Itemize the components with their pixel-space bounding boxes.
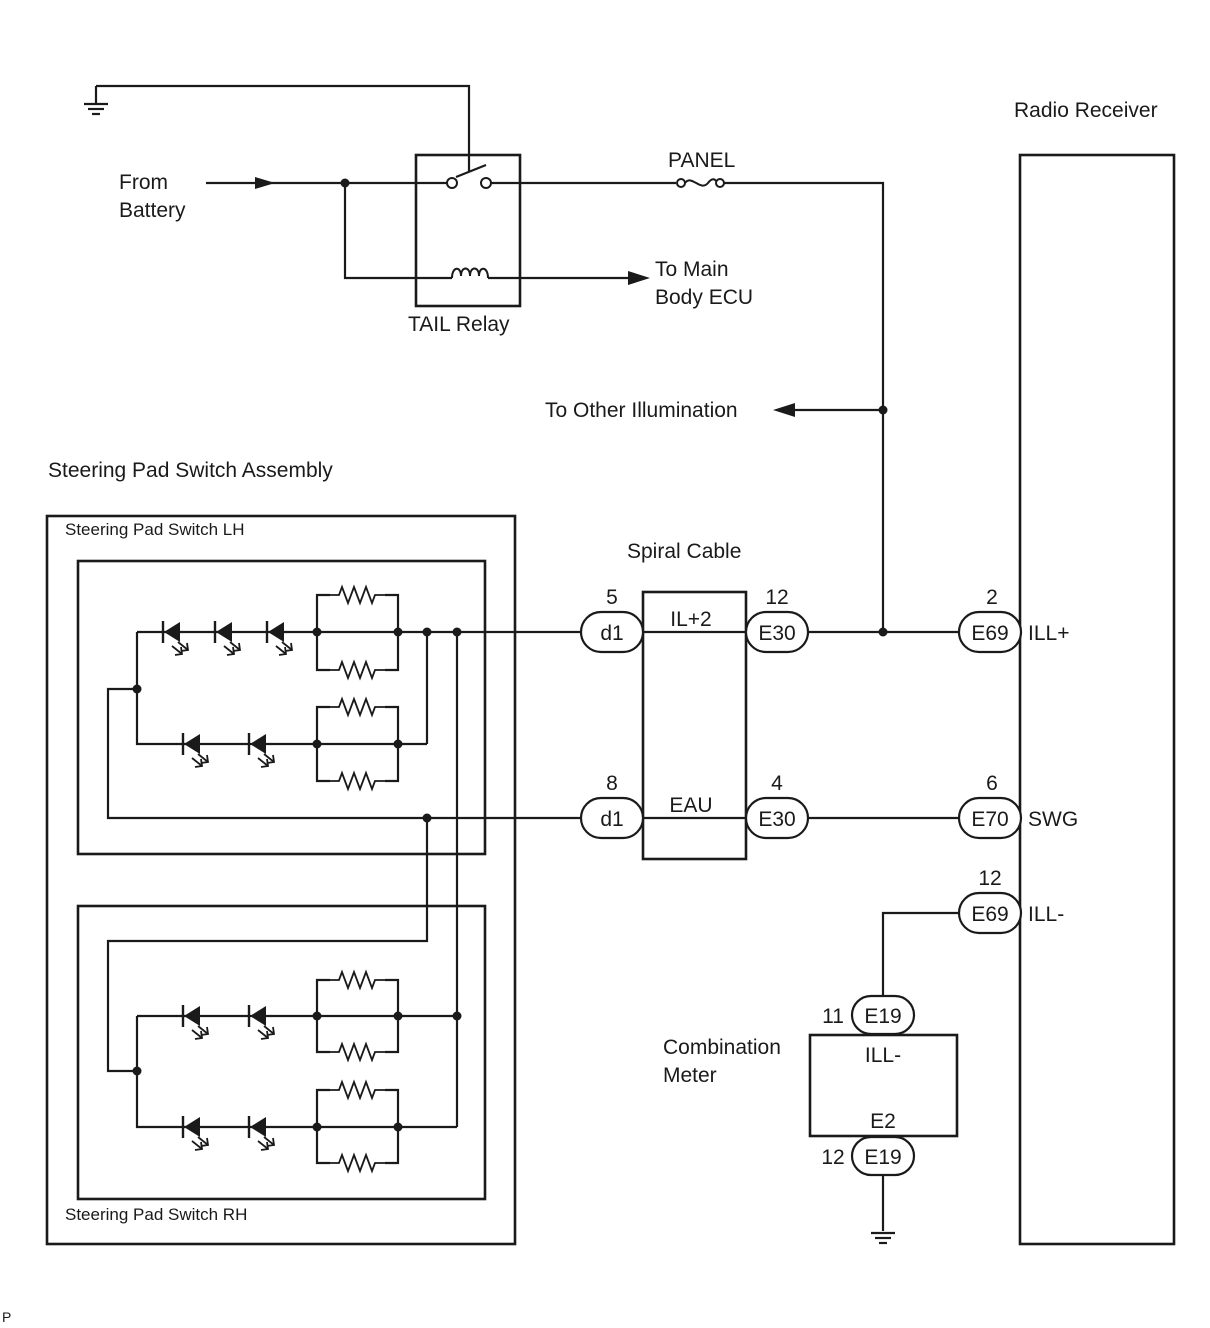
svg-text:4: 4 <box>771 772 783 795</box>
svg-text:E69: E69 <box>971 903 1008 926</box>
ground-wire <box>96 84 471 163</box>
led-icon <box>181 1114 210 1152</box>
steering-pad-rh-box <box>76 904 487 1201</box>
connector-e69-bottom: E69 12 <box>957 867 1023 935</box>
connector-e19-bottom: E19 12 <box>821 1135 916 1177</box>
ill-plus-label: ILL+ <box>1028 622 1069 645</box>
svg-text:12: 12 <box>978 867 1001 890</box>
led-icon <box>265 619 294 657</box>
svg-text:E69: E69 <box>971 622 1008 645</box>
svg-text:E70: E70 <box>971 808 1008 831</box>
panel-label: PANEL <box>668 149 735 172</box>
led-icon <box>247 1003 276 1041</box>
from-battery-label: From <box>119 171 168 194</box>
radio-receiver-box <box>1018 153 1176 1246</box>
combination-meter-label: Combination <box>663 1036 781 1059</box>
ground-top <box>82 86 110 116</box>
to-main-body-ecu-label-2: Body ECU <box>655 286 753 309</box>
eau-label: EAU <box>669 794 712 817</box>
ground-icon <box>869 1231 897 1245</box>
connector-e69-top: E69 2 <box>957 586 1023 654</box>
connector-e70: E70 6 <box>957 772 1023 840</box>
svg-text:12: 12 <box>821 1146 844 1169</box>
steering-pad-lh-box <box>76 559 487 856</box>
connector-e19-top: E19 11 <box>822 994 916 1036</box>
combination-meter-label-2: Meter <box>663 1064 717 1087</box>
steering-pad-assembly-box <box>45 514 517 1246</box>
svg-text:12: 12 <box>765 586 788 609</box>
svg-text:d1: d1 <box>600 808 623 831</box>
spiral-cable-box <box>641 590 748 861</box>
led-icon <box>181 1003 210 1041</box>
to-other-illumination-wire <box>773 403 888 417</box>
svg-text:E30: E30 <box>758 808 795 831</box>
spiral-cable-label: Spiral Cable <box>627 540 741 563</box>
relay-coil <box>451 267 489 279</box>
svg-text:2: 2 <box>986 586 998 609</box>
svg-text:E30: E30 <box>758 622 795 645</box>
meter-ill-minus-label: ILL- <box>865 1044 901 1067</box>
steering-pad-assembly-label: Steering Pad Switch Assembly <box>48 459 333 482</box>
connector-d1-bottom: d1 8 <box>579 772 645 840</box>
steering-pad-rh-label: Steering Pad Switch RH <box>65 1205 247 1224</box>
led-icon <box>161 619 190 657</box>
tail-relay-box <box>414 153 522 308</box>
from-battery-label-2: Battery <box>119 199 186 222</box>
tail-relay-label: TAIL Relay <box>408 313 510 336</box>
to-other-illumination-label: To Other Illumination <box>545 399 738 422</box>
il2-label: IL+2 <box>670 608 711 631</box>
lh-circuit <box>106 593 583 823</box>
swg-label: SWG <box>1028 808 1078 831</box>
svg-text:6: 6 <box>986 772 998 795</box>
radio-receiver-label: Radio Receiver <box>1014 99 1158 122</box>
connector-d1-top: d1 5 <box>579 586 645 654</box>
svg-text:d1: d1 <box>600 622 623 645</box>
connector-e30-top: E30 12 <box>744 586 810 654</box>
led-icon <box>247 731 276 769</box>
svg-text:E19: E19 <box>864 1005 901 1028</box>
steering-pad-lh-label: Steering Pad Switch LH <box>65 520 245 539</box>
relay-switch <box>446 163 492 189</box>
ill-minus-label: ILL- <box>1028 903 1064 926</box>
svg-text:5: 5 <box>606 586 618 609</box>
led-icon <box>181 731 210 769</box>
to-main-body-wire <box>488 271 650 285</box>
svg-text:11: 11 <box>822 1005 844 1028</box>
svg-text:8: 8 <box>606 772 618 795</box>
led-icon <box>213 619 242 657</box>
rh-circuit <box>106 632 462 1165</box>
led-icon <box>247 1114 276 1152</box>
to-main-body-ecu-label: To Main <box>655 258 729 281</box>
right-wires <box>806 627 960 1231</box>
corner-mark: P <box>2 1309 11 1325</box>
svg-text:E19: E19 <box>864 1146 901 1169</box>
panel-fuse <box>491 178 885 632</box>
connector-e30-bottom: E30 4 <box>744 772 810 840</box>
meter-e2-label: E2 <box>870 1110 896 1133</box>
